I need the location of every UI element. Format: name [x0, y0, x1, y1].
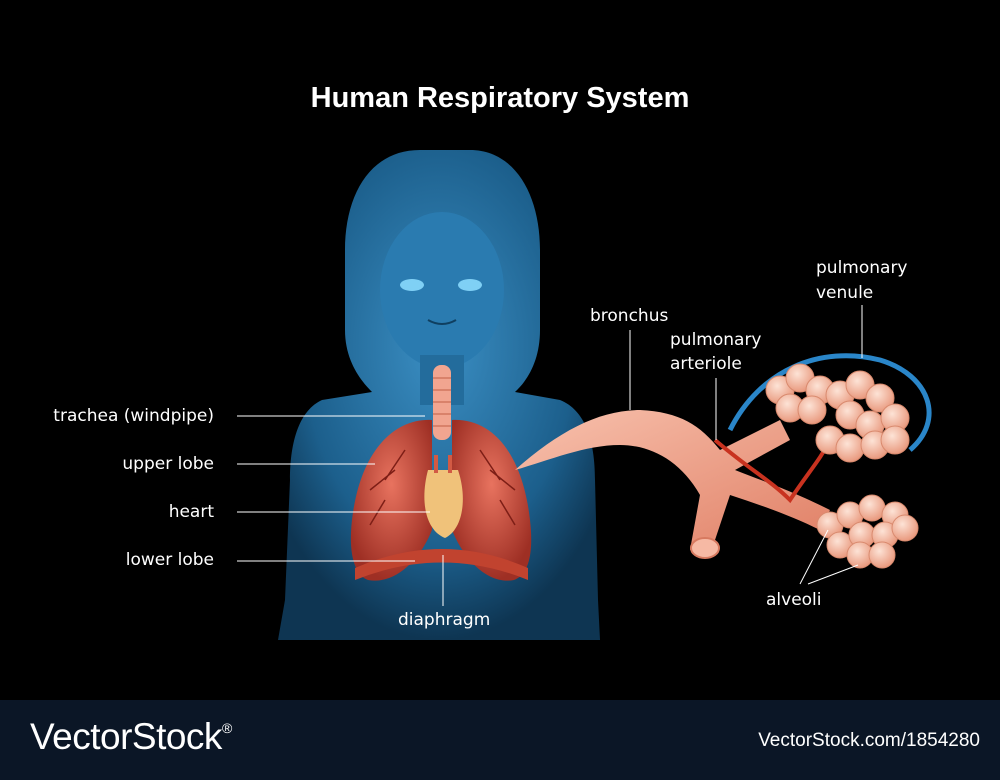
diagram-title: Human Respiratory System: [310, 82, 690, 114]
label-lower-lobe: lower lobe: [125, 550, 214, 570]
label-alveoli: alveoli: [766, 590, 822, 610]
respiratory-illustration: [237, 150, 932, 640]
heart: [424, 455, 463, 538]
footer-bar: VectorStock® VectorStock.com/1854280: [0, 700, 1000, 780]
label-upper-lobe: upper lobe: [122, 454, 214, 474]
label-pulmonary-arteriole-line2: arteriole: [670, 354, 742, 374]
registered-mark: ®: [221, 720, 232, 736]
bronchus-opening: [690, 537, 720, 559]
diagram-canvas: Human Respiratory System trachea (windpi…: [53, 82, 932, 640]
alveoli-cluster-lower: [816, 494, 919, 569]
label-bronchus: bronchus: [590, 306, 669, 326]
label-heart: heart: [168, 502, 214, 522]
brand-name: VectorStock: [30, 716, 222, 757]
label-pulmonary-venule-line1: pulmonary: [816, 258, 908, 278]
label-diaphragm: diaphragm: [398, 610, 491, 630]
bronchus-tube: [515, 410, 830, 550]
label-trachea: trachea (windpipe): [53, 406, 214, 426]
vessels: [713, 353, 932, 504]
brand-url[interactable]: VectorStock.com/1854280: [758, 730, 980, 751]
lungs: [350, 419, 532, 581]
leader-lines: [237, 305, 863, 606]
diaphragm: [355, 549, 528, 580]
label-pulmonary-arteriole-line1: pulmonary: [670, 330, 762, 350]
brand-logo[interactable]: VectorStock®: [30, 716, 232, 758]
label-pulmonary-venule-line2: venule: [816, 283, 874, 303]
trachea: [433, 365, 451, 440]
alveoli-cluster-upper: [765, 363, 910, 463]
